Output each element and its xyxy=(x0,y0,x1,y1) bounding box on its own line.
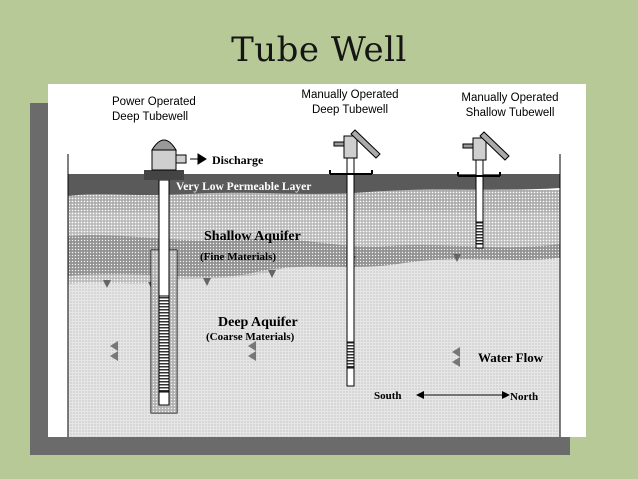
pump-handle xyxy=(350,129,381,159)
flow-arrow-icon xyxy=(248,351,256,361)
confining-layer-label: Very Low Permeable Layer xyxy=(176,181,311,193)
flow-arrow-icon xyxy=(110,341,118,351)
discharge-label: Discharge xyxy=(212,153,264,167)
discharge-pipe xyxy=(175,154,187,164)
shallow-aquifer-label: Shallow Aquifer xyxy=(204,229,301,244)
well2-label-line1: Manually Operated xyxy=(301,89,398,101)
compass-south-label: South xyxy=(374,390,402,402)
spout xyxy=(462,143,474,149)
diagram-svg: Power Operated Deep Tubewell Manually Op… xyxy=(67,89,561,437)
pump-dome xyxy=(151,139,177,151)
shallow-material-label: (Fine Materials) xyxy=(200,251,276,263)
shallow-aquifer-band xyxy=(68,235,560,277)
well-screen xyxy=(158,295,170,393)
pump-head xyxy=(343,135,358,159)
water-flow-label: Water Flow xyxy=(478,350,544,365)
pump-handle xyxy=(479,131,510,161)
deep-material-label: (Coarse Materials) xyxy=(206,331,295,343)
well2-label-line2: Deep Tubewell xyxy=(312,104,388,116)
flow-arrow-icon xyxy=(452,357,460,367)
compass-north-label: North xyxy=(510,391,538,403)
well-power-deep xyxy=(144,139,187,414)
deep-aquifer-layer xyxy=(68,259,560,437)
flow-arrow-icon xyxy=(248,341,256,351)
upper-sand-layer xyxy=(68,190,560,212)
well-screen xyxy=(475,221,484,245)
well-manual-shallow xyxy=(457,131,510,249)
well3-label-line2: Shallow Tubewell xyxy=(466,107,555,119)
spout xyxy=(333,141,345,147)
arrow-left-icon xyxy=(416,391,424,399)
well-base xyxy=(144,170,184,180)
discharge-arrow-icon xyxy=(190,153,207,165)
flow-arrow-icon xyxy=(110,351,118,361)
confining-layer xyxy=(68,174,560,196)
pump-motor xyxy=(151,149,177,171)
well-screen xyxy=(346,341,355,369)
well3-label-line1: Manually Operated xyxy=(461,92,558,104)
slide-title: Tube Well xyxy=(231,30,407,70)
arrow-right-icon xyxy=(502,391,510,399)
water-flow-arrows xyxy=(110,341,460,367)
deep-aquifer-label: Deep Aquifer xyxy=(218,315,298,330)
well1-label-line1: Power Operated xyxy=(112,96,196,108)
ground-section xyxy=(68,174,560,437)
well1-label-line2: Deep Tubewell xyxy=(112,111,188,123)
well-manual-deep xyxy=(329,129,381,387)
flow-arrow-icon xyxy=(452,347,460,357)
pump-head xyxy=(472,137,487,161)
tube-well-diagram: Power Operated Deep Tubewell Manually Op… xyxy=(48,84,586,437)
